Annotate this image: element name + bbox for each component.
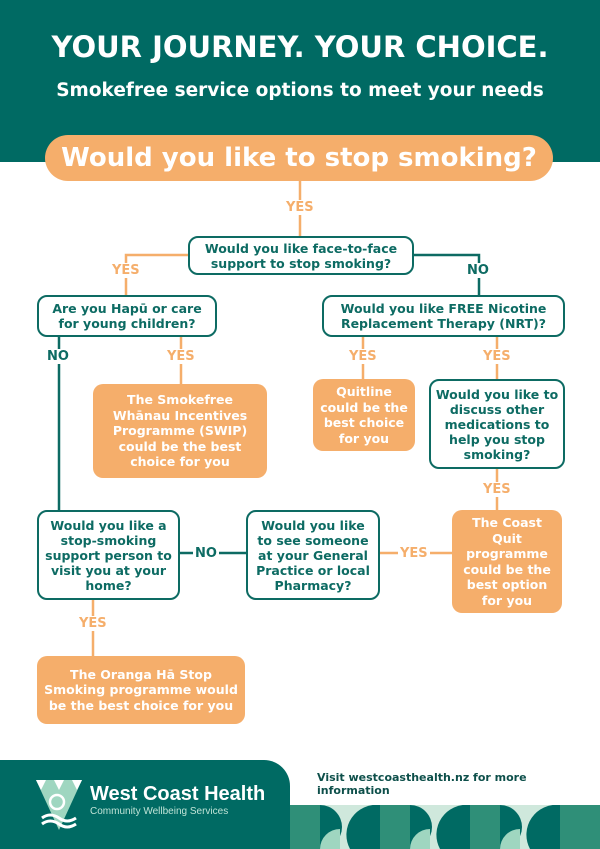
connector-yes-face — [124, 253, 188, 295]
decorative-pattern — [290, 805, 600, 849]
label-yes: YES — [481, 349, 513, 364]
label-yes: YES — [481, 482, 513, 497]
visit-website-text: Visit westcoasthealth.nz for more inform… — [317, 771, 527, 797]
label-yes: YES — [347, 349, 379, 364]
question-gp-pharmacy: Would you like to see someone at your Ge… — [246, 510, 380, 600]
question-support-person: Would you like a stop-smoking support pe… — [37, 510, 180, 600]
label-no: NO — [45, 349, 71, 364]
page-subtitle: Smokefree service options to meet your n… — [56, 80, 544, 101]
label-yes: YES — [77, 616, 109, 631]
outcome-coast-quit: The Coast Quit programme could be the be… — [452, 510, 562, 613]
start-question: Would you like to stop smoking? — [45, 135, 553, 181]
label-yes: YES — [110, 263, 142, 278]
outcome-quitline: Quitline could be the best choice for yo… — [313, 379, 415, 451]
label-yes: YES — [165, 349, 197, 364]
connector-no-face — [414, 253, 481, 295]
label-yes: YES — [284, 200, 316, 215]
west-coast-health-logo-icon — [36, 780, 82, 830]
page-title: YOUR JOURNEY. YOUR CHOICE. — [51, 30, 549, 64]
label-no: NO — [465, 263, 491, 278]
question-hapu: Are you Hapū or care for young children? — [37, 295, 217, 337]
brand-name: West Coast Health — [90, 783, 266, 805]
question-nrt: Would you like FREE Nicotine Replacement… — [322, 295, 565, 337]
label-no: NO — [193, 546, 219, 561]
outcome-swip: The Smokefree Whānau Incentives Programm… — [93, 384, 267, 478]
question-medications: Would you like to discuss other medicati… — [429, 379, 565, 469]
brand-subtitle: Community Wellbeing Services — [90, 806, 229, 817]
outcome-oranga-ha: The Oranga Hā Stop Smoking programme wou… — [37, 656, 245, 724]
label-yes: YES — [398, 546, 430, 561]
question-face-to-face: Would you like face-to-face support to s… — [188, 236, 414, 275]
footer-brand-panel: West Coast Health Community Wellbeing Se… — [0, 760, 290, 849]
